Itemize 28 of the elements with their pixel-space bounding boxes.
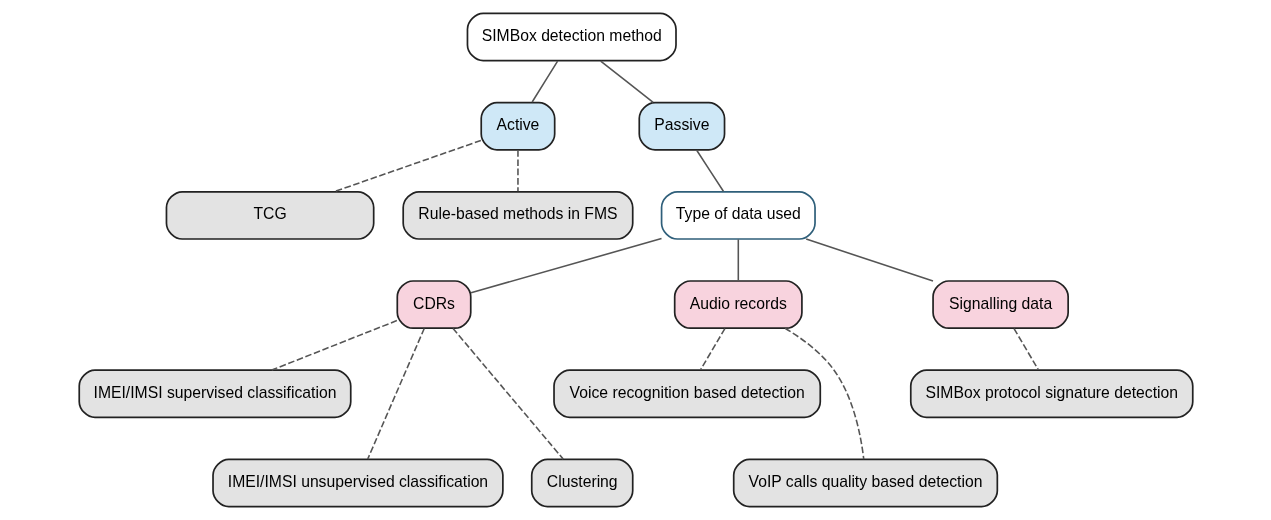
node-box: Active [479,101,556,151]
node-box: CDRs [395,280,472,330]
connector [270,319,398,371]
node-box: Type of data used [660,190,816,240]
node-box: Signalling data [931,280,1069,330]
node-box: SIMBox protocol signature detection [909,369,1194,419]
node-box: TCG [165,190,375,240]
connector [695,149,724,192]
connector [469,237,662,294]
node-box: IMEI/IMSI unsupervised classification [211,458,504,508]
node-box: Rule-based methods in FMS [401,190,634,240]
connector [516,149,519,192]
connector [699,327,726,371]
connector [366,327,425,460]
node-box: Voice recognition based detection [552,369,821,419]
node-box: IMEI/IMSI supervised classification [77,369,352,419]
node-box: Clustering [530,458,634,508]
connector [530,60,558,103]
connector [804,238,934,282]
node-box: SIMBox detection method [466,12,677,62]
node-box: VoIP calls quality based detection [732,458,998,508]
connector [599,60,654,104]
node-box: Passive [637,101,725,151]
connector [783,327,865,460]
connector [737,238,739,282]
connector [1012,327,1039,371]
node-box: Audio records [673,280,803,330]
connector [451,327,564,460]
